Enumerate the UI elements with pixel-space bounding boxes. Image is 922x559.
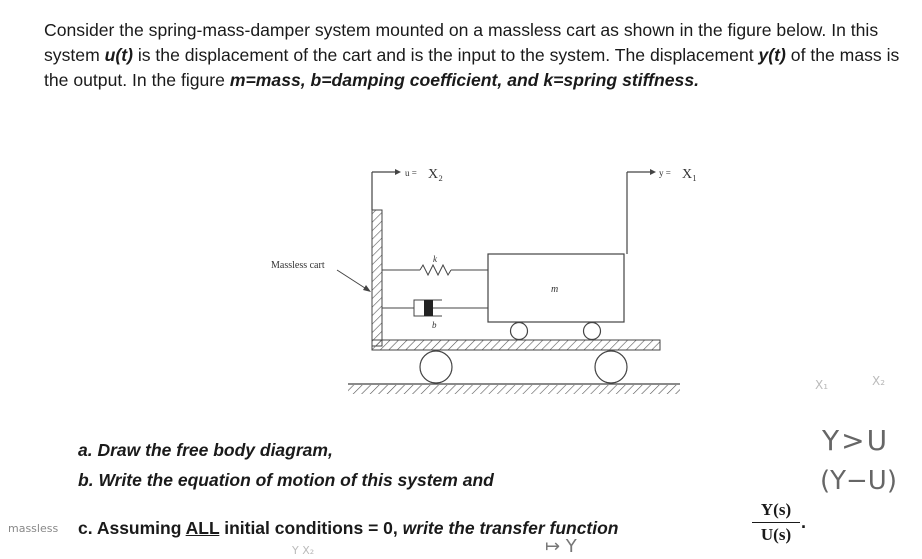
spring [419, 263, 452, 277]
mass-wheel-left [509, 321, 529, 341]
spring-k-label: k [433, 254, 438, 264]
handwritten-x1-faint: X₁ [815, 378, 829, 392]
cart-label: Massless cart [271, 260, 325, 271]
question-c: c. Assuming ALL initial conditions = 0, … [78, 518, 619, 539]
ground-hatch [348, 385, 680, 394]
u-label: u = [405, 168, 417, 178]
damper-piston [424, 300, 433, 316]
cart-base [371, 339, 661, 351]
question-c-all: ALL [185, 518, 220, 538]
handwritten-inequality: Y>U [822, 424, 890, 457]
cart-wheel-left [419, 350, 453, 384]
mass-block [487, 253, 625, 323]
mass-wheel-right [582, 321, 602, 341]
u-arrow-head [395, 169, 401, 175]
input-variable: u(t) [104, 45, 133, 65]
tf-denominator: U(s) [760, 525, 792, 544]
question-a-text: Draw the free body diagram, [97, 440, 333, 460]
question-c-text-post: initial conditions = 0, [219, 518, 403, 538]
y-label: y = [659, 168, 671, 178]
question-c-text-pre: Assuming [96, 518, 186, 538]
handwritten-x2-faint: X₂ [872, 374, 886, 388]
definitions: m=mass, b=damping coefficient, and k=spr… [229, 70, 699, 90]
problem-statement: Consider the spring-mass-damper system m… [44, 18, 904, 93]
question-a-label: a. [78, 440, 93, 460]
tf-period: . [801, 512, 807, 532]
y-handwritten: X₁ [682, 167, 697, 182]
mass-m-label: m [551, 284, 558, 295]
cart-wall [371, 209, 383, 347]
question-b-label: b. [78, 470, 94, 490]
tf-numerator: Y(s) [752, 500, 800, 523]
intro-text-2: is the displacement of the cart and is t… [132, 45, 759, 65]
damper-b-label: b [432, 320, 437, 330]
transfer-function: Y(s) U(s) [752, 500, 800, 545]
handwritten-massless: massless [8, 522, 59, 535]
handwritten-difference: (Y−U) [820, 466, 897, 496]
output-variable: y(t) [758, 45, 786, 65]
intro-text-3: of the mass is the output. In the figure [44, 45, 900, 90]
handwritten-bottom-left: Y X₂ [292, 544, 315, 557]
u-handwritten: X₂ [428, 167, 443, 182]
cart-label-arrowhead [363, 285, 371, 292]
question-b-text: Write the equation of motion of this sys… [98, 470, 494, 490]
y-arrow-head [650, 169, 656, 175]
question-c-label: c. [78, 518, 93, 538]
cart-wheel-right [594, 350, 628, 384]
intro-text-1: Consider the spring-mass-damper system m… [44, 20, 879, 65]
handwritten-bottom-arrow: ↦ Y [545, 536, 577, 557]
question-b: b. Write the equation of motion of this … [78, 470, 494, 491]
cart-label-leader [336, 269, 369, 291]
question-a: a. Draw the free body diagram, [78, 440, 333, 461]
question-c-text-post2: write the transfer function [402, 518, 619, 538]
